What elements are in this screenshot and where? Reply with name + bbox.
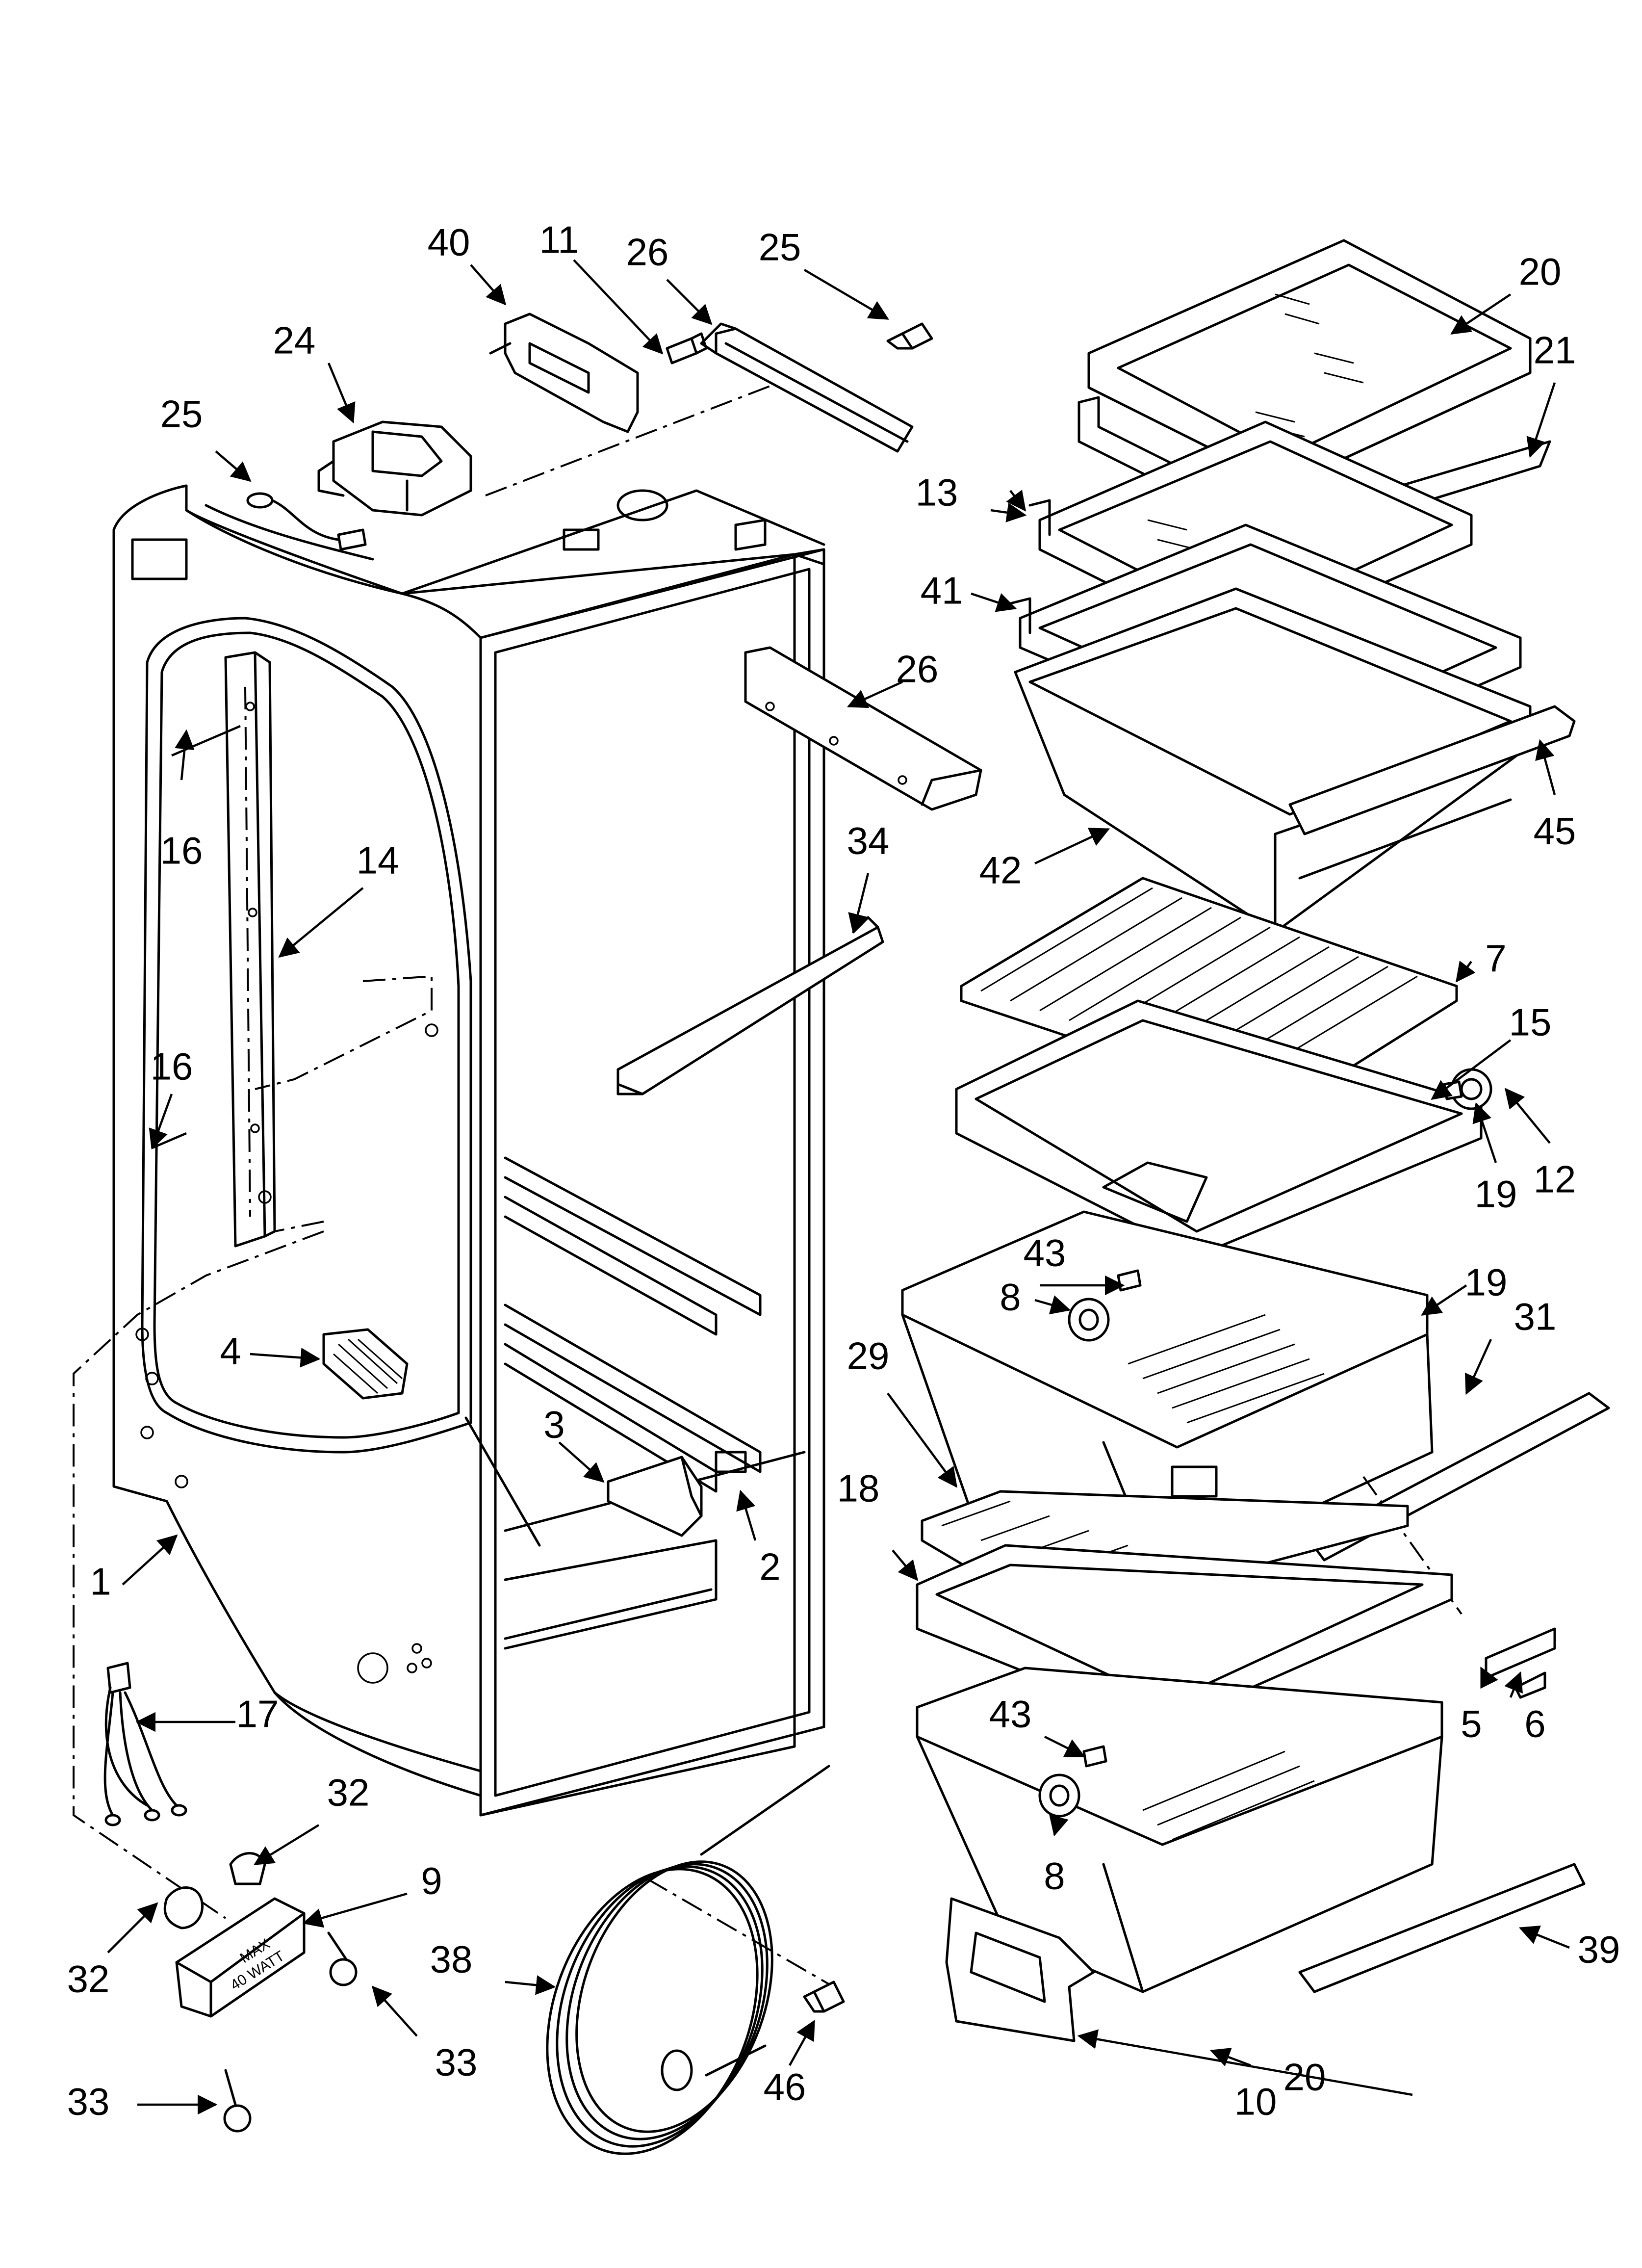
part-9-lamp-socket: MAX 40 WATT [175,1897,306,2018]
label-part-33-right: 33 [435,2041,478,2084]
label-part-31: 31 [1514,1295,1557,1338]
label-part-15: 15 [1509,1001,1552,1044]
label-part-8-lower: 8 [1044,1854,1065,1898]
cabinet-liner [112,484,825,1817]
label-part-3: 3 [543,1403,564,1446]
label-part-34: 34 [847,819,890,862]
part-number-labels: 40 11 26 25 24 25 13 41 20 21 26 42 45 1… [67,218,1620,2123]
part-17-wire-harness [103,1662,187,1826]
label-part-18: 18 [837,1467,880,1510]
label-part-16-upper: 16 [160,829,203,872]
label-part-8-upper: 8 [1000,1276,1021,1319]
label-part-12: 12 [1534,1158,1576,1201]
part-5-clip [1485,1627,1556,1679]
part-8-wheel-upper [1068,1298,1110,1342]
label-part-21: 19 [1475,1173,1517,1216]
part-11-screw [666,332,708,365]
label-part-9: 9 [421,1859,442,1903]
leader-lines [107,259,1570,2115]
label-part-10: 10 [1234,2080,1277,2123]
part-7-wire-shelf [960,877,1458,1110]
label-part-29: 29 [847,1334,890,1378]
part-15-shelf-frame [955,999,1483,1257]
part-22-glass-shelf [1087,239,1532,487]
label-part-41: 41 [921,569,963,612]
part-4-grille [322,1328,409,1400]
label-part-28: 26 [626,231,669,274]
label-part-20: 20 [1283,2056,1326,2099]
label-part-45: 45 [1534,809,1576,853]
label-part-5: 5 [1461,1702,1482,1746]
label-part-38: 38 [430,1938,473,1981]
part-10-cover [945,1897,1095,2042]
part-25-wire-plug [246,492,367,551]
part-3-bracket [607,1456,703,1537]
label-part-14: 14 [357,839,399,882]
part-8-wheel-lower [1038,1773,1080,1818]
label-part-32-upper: 32 [327,1771,370,1814]
part-33-pin-right [327,1931,358,1986]
label-part-7: 7 [1485,937,1506,980]
part-20-crisper-bin [916,1667,1443,1993]
label-part-22: 20 [1519,250,1562,293]
part-32-clip-lower [163,1886,204,1929]
label-part-19: 19 [1465,1261,1508,1304]
label-part-11: 11 [539,218,579,261]
part-26-bracket [744,646,982,811]
label-part-13: 13 [916,471,958,514]
label-part-26: 26 [896,648,939,691]
part-34-strip [616,916,884,1095]
label-part-17: 17 [236,1693,279,1736]
part-39-trim-strip [1298,1863,1586,1993]
part-33-pin-left [223,2069,252,2133]
label-part-33-left: 33 [67,2080,110,2123]
label-part-16-lower: 16 [151,1045,193,1088]
part-45-trim-strip [1288,705,1576,880]
part-19-crisper-bin [901,1210,1434,1581]
part-24-light-housing [317,420,472,517]
label-part-42: 42 [979,849,1022,892]
label-part-43-lower: 43 [989,1693,1032,1736]
label-part-43-upper: 43 [1024,1231,1066,1275]
label-part-23: 21 [1534,329,1576,372]
part-43-screw-lower [1082,1745,1107,1768]
part-38-tube-coil [546,1765,830,2155]
part-28-channel [700,322,914,453]
label-part-1: 1 [90,1560,111,1603]
label-part-46: 46 [764,2065,806,2109]
part-40-bracket [489,313,639,433]
label-part-39: 39 [1578,1928,1620,1971]
label-part-32-lower: 32 [67,1957,110,2001]
label-part-6: 6 [1524,1702,1545,1746]
label-part-4: 4 [220,1330,241,1373]
label-part-24: 24 [273,319,316,362]
label-part-40: 40 [428,221,470,264]
label-part-27: 25 [759,226,801,269]
part-32-clip-upper [229,1852,266,1885]
part-43-screw-upper [1117,1269,1142,1292]
label-part-2: 2 [759,1545,780,1589]
label-part-25: 25 [160,392,203,436]
part-46-screw [803,1981,845,2013]
part-27-screw [886,322,933,350]
